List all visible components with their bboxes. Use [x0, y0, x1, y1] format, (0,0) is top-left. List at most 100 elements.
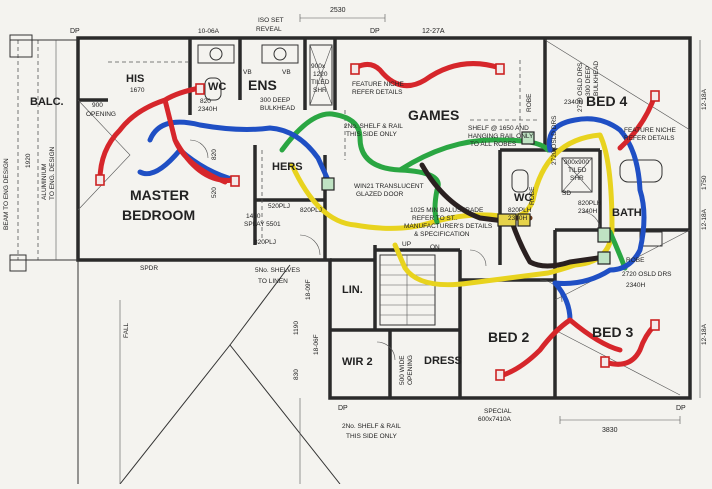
note: SHR — [313, 87, 327, 94]
dimension: 12-27A — [422, 28, 445, 35]
note: REFER TO ST.. — [412, 215, 458, 222]
room-balcony: BALC. — [30, 96, 64, 108]
note: DP — [338, 405, 348, 412]
light-point-icon — [95, 174, 105, 186]
light-point-icon — [495, 63, 505, 75]
dimension: 18-09F — [305, 279, 312, 300]
note: ISO SET — [258, 17, 284, 24]
note: REFER DETAILS — [352, 89, 403, 96]
stair-icon — [379, 254, 436, 326]
note: TILED — [311, 79, 330, 86]
dimension: 2530 — [330, 7, 346, 14]
wiring — [97, 61, 658, 379]
wire-dark — [419, 162, 601, 269]
note: ROBE — [626, 257, 645, 264]
note: 820PLJ — [300, 207, 322, 214]
note: OPENING — [407, 355, 414, 385]
note: SPLAY 5501 — [244, 221, 281, 228]
note: 5No. SHELVES — [255, 267, 301, 274]
note: FALL — [123, 322, 130, 338]
room-bed3: BED 3 — [592, 324, 633, 340]
note: 820 — [200, 98, 211, 105]
dimension: 1750 — [701, 175, 708, 190]
dimension: 830 — [293, 369, 300, 380]
light-point-icon — [600, 356, 610, 368]
note: 820PLH — [578, 200, 602, 207]
note: TO ALL ROBES — [470, 141, 517, 148]
switch-box-icon — [521, 131, 535, 145]
note: 820PLJ — [254, 239, 276, 246]
note: UP — [402, 241, 411, 248]
note: OPENING — [86, 111, 116, 118]
note: 2No. SHELF & RAIL — [344, 123, 403, 130]
door-swing-icon — [189, 139, 601, 361]
note: 2720 OSLD DRS — [622, 271, 672, 278]
note: BULKHEAD — [260, 105, 295, 112]
switch-box-icon — [321, 177, 335, 191]
room-labels: HIS WC ENS GAMES BED 4 MASTER BEDROOM HE… — [30, 73, 642, 368]
note: HANGING RAIL ONLY — [468, 133, 534, 140]
room-wc-ensuite: WC — [208, 81, 226, 93]
room-wir2: WIR 2 — [342, 356, 373, 368]
note: ALUMINIUM — [41, 164, 48, 200]
note: & SPECIFICATION — [414, 231, 470, 238]
note: 300 DEEP — [260, 97, 290, 104]
light-point-icon — [495, 369, 505, 381]
note: 2720 OSLD DRS — [551, 115, 558, 165]
room-his: HIS — [126, 73, 144, 85]
room-ens: ENS — [248, 77, 277, 93]
note: REVEAL — [256, 26, 282, 33]
dimension: 1190 — [293, 321, 300, 335]
dimension: 520 — [211, 187, 218, 198]
note: TILED — [568, 167, 587, 174]
note: 1450 — [246, 213, 261, 220]
note: 2340H — [626, 282, 645, 289]
note: 2340H — [578, 208, 597, 215]
note: BULKHEAD — [593, 61, 600, 96]
note: SHELF @ 1650 AND — [468, 125, 529, 132]
note: 820PLH — [508, 207, 532, 214]
wire-red — [97, 61, 658, 379]
note: BEAM TO ENG DESIGN — [3, 158, 10, 230]
note: VB — [243, 69, 252, 76]
dimension: 820 — [211, 149, 218, 160]
dimension: 12-18A — [701, 208, 708, 230]
note: 520PLJ — [268, 203, 290, 210]
note: 900 — [92, 102, 103, 109]
note: 900x — [311, 63, 326, 70]
dimension: 18-06F — [313, 334, 320, 355]
switch-box-icon — [497, 213, 517, 227]
switch-box-icon — [597, 227, 611, 243]
note: SPECIAL — [484, 408, 512, 415]
note: THIS SIDE ONLY — [346, 433, 397, 440]
note: ROBE — [526, 93, 533, 112]
room-wc-main: WC — [514, 192, 532, 204]
fixtures — [9, 14, 701, 485]
note: 1220 — [313, 71, 328, 78]
note: TO ENG. DESIGN — [49, 146, 56, 200]
note: 2720 OSLD DRS — [577, 62, 584, 112]
light-point-icon — [650, 319, 660, 331]
room-bed2: BED 2 — [488, 329, 529, 345]
note: MANUFACTURER'S DETAILS — [404, 223, 493, 230]
room-master-line2: BEDROOM — [122, 207, 195, 223]
note: 600x7410A — [478, 416, 512, 423]
annotations: ISO SET REVEAL 2530 10-06A 1670 DP DP 12… — [3, 7, 708, 440]
note: 2340H — [508, 215, 527, 222]
wire-green — [279, 111, 628, 271]
dimension: 1670 — [130, 87, 145, 94]
light-point-icon — [350, 63, 360, 75]
room-linen: LIN. — [342, 284, 363, 296]
room-games: GAMES — [408, 107, 459, 123]
light-points — [95, 63, 660, 381]
note: TO LINEN — [258, 278, 288, 285]
note: SPDR — [140, 265, 158, 272]
dimension: 10-06A — [198, 28, 220, 35]
note: 300 DEEP — [585, 66, 592, 96]
switch-box-icon — [517, 213, 531, 227]
light-point-icon — [230, 175, 240, 187]
dimension: 3830 — [602, 427, 618, 434]
note: DP — [370, 28, 380, 35]
